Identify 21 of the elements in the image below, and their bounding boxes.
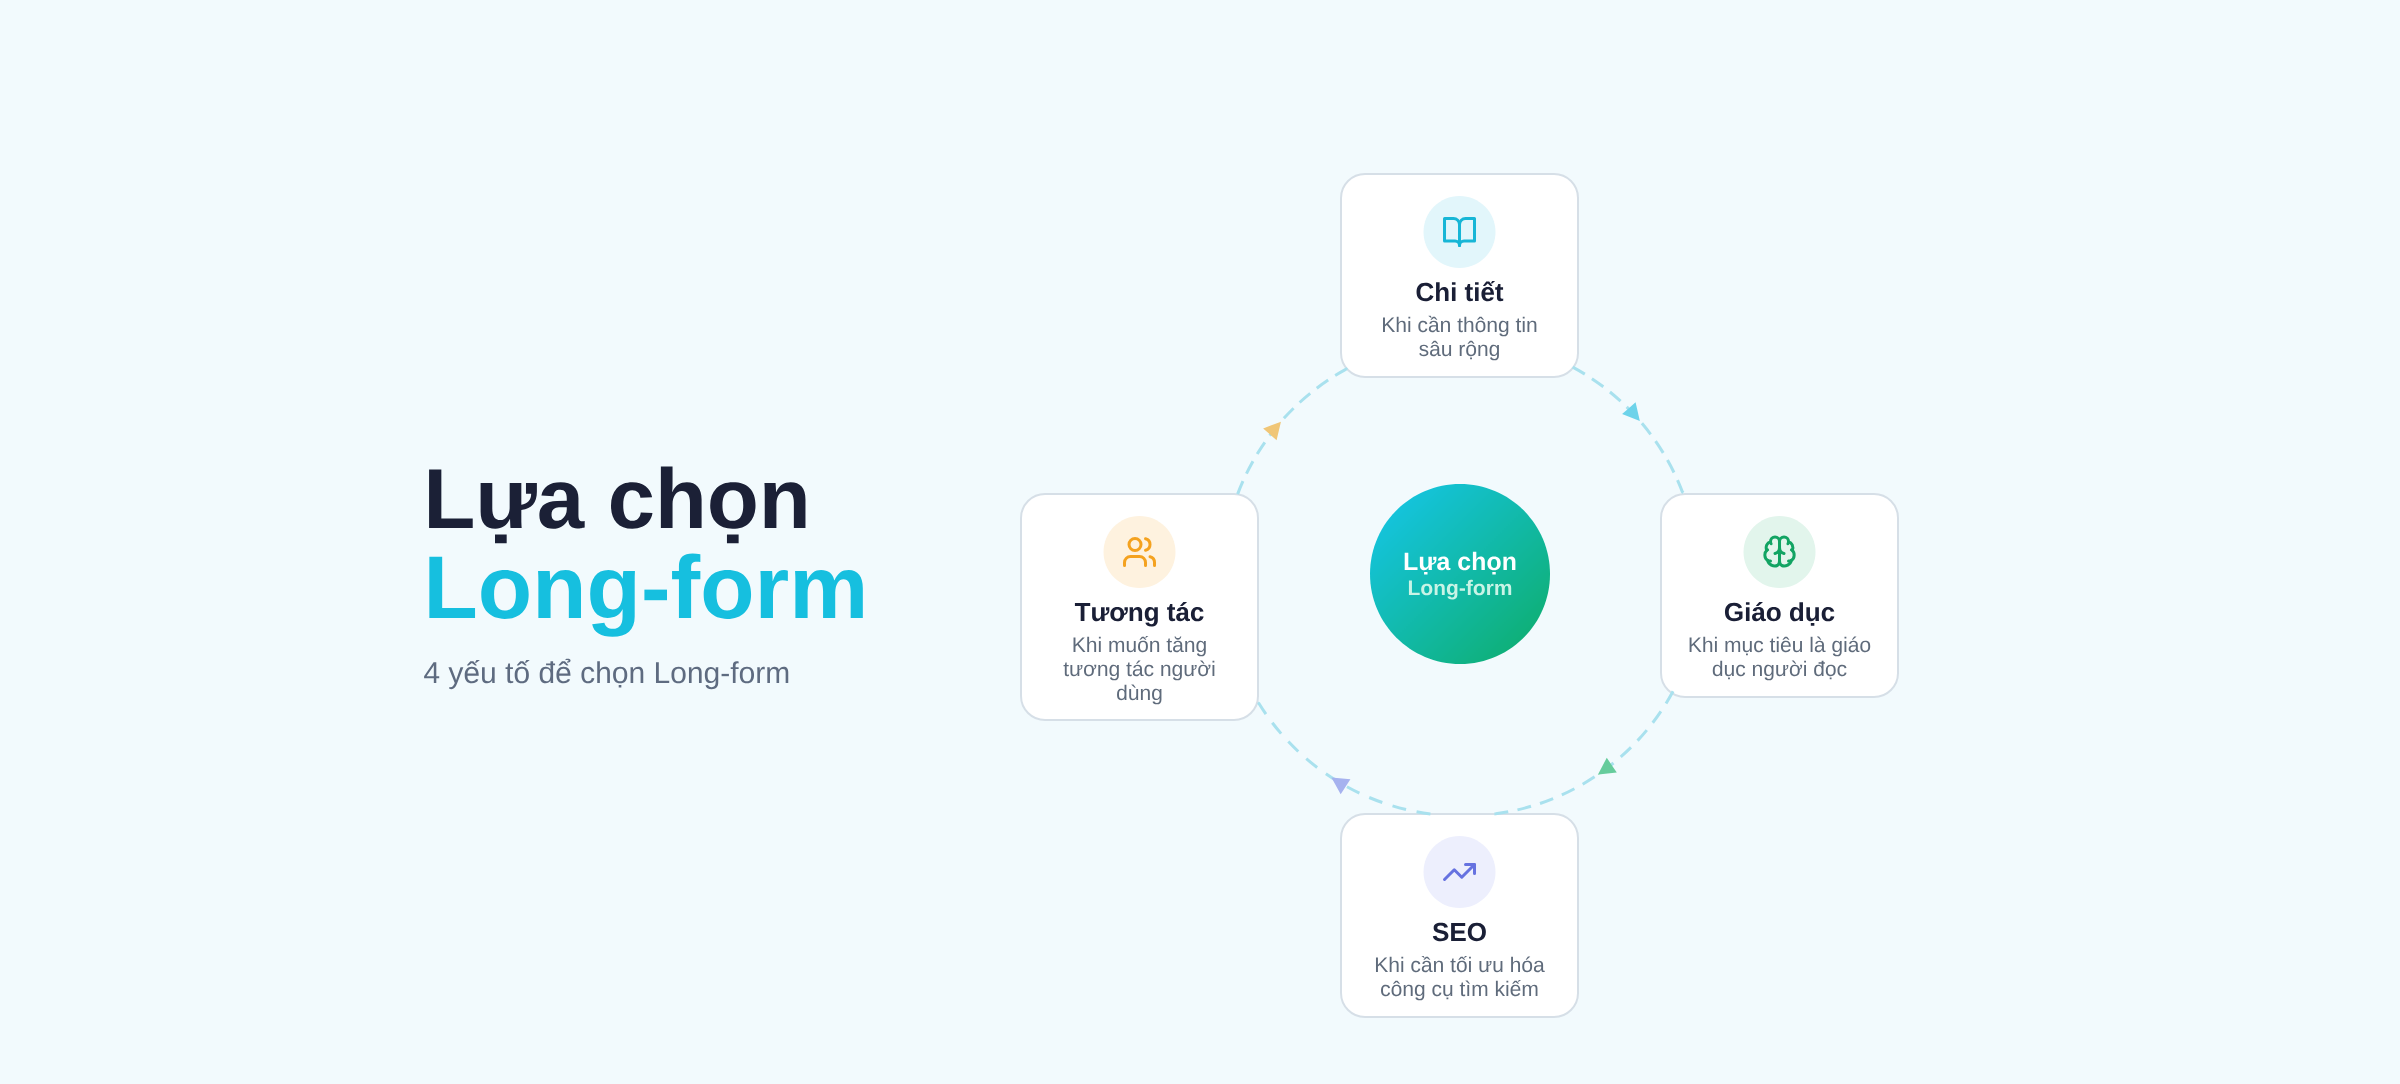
card [1020,493,1259,721]
curved-arrow [1571,365,1687,496]
heading: Long-form [429,553,863,637]
curved-arrow [1256,701,1431,816]
curved-arrow [1236,367,1348,495]
card-title: Chi tiết [1416,281,1504,302]
subtitle: 4 yếu tố để chọn Long-form [424,658,789,690]
card-title: Giáo dục [1724,601,1835,626]
card-text: Khi cần tối ưu hóa công cụ tìm kiếm [1376,955,1545,1001]
card-text: Khi mục tiêu là giáo dục người đọc [1689,636,1871,681]
card [1340,173,1579,378]
heading: Lựa chọn [429,466,806,544]
card-text: Khi cần thông tin sâu rộng [1383,315,1537,361]
card [1660,493,1899,698]
card-title: SEO [1432,922,1486,942]
hub-title: Lựa chọn [1404,551,1516,575]
curved-arrow [1492,690,1675,816]
card-title: Tương tác [1074,601,1204,627]
card [1340,813,1579,1018]
card-text: Khi muốn tăng tương tác người dùng [1063,635,1215,705]
hub-subtitle: Long-form [1408,579,1512,600]
